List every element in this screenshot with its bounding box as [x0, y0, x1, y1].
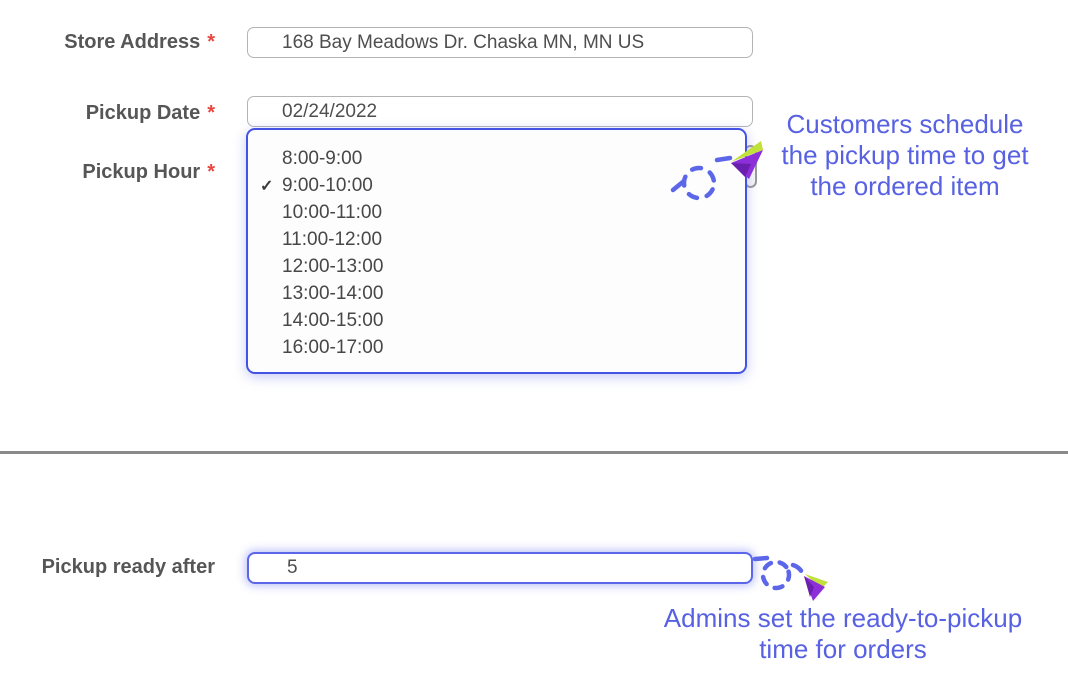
click-cursor-icon — [752, 555, 828, 601]
required-asterisk: * — [207, 102, 215, 124]
pickup-hour-option[interactable]: 13:00-14:00 — [248, 280, 745, 307]
pickup-date-label-text: Pickup Date — [85, 102, 201, 124]
admin-annotation: Admins set the ready-to-pickup time for … — [613, 603, 1068, 665]
pickup-hour-option[interactable]: 8:00-9:00 — [248, 145, 745, 172]
customer-annotation: Customers schedule the pickup time to ge… — [750, 109, 1060, 202]
annotation-line: the pickup time to get — [781, 140, 1029, 170]
pickup-date-label: Pickup Date * — [0, 102, 215, 125]
annotation-line: Admins set the ready-to-pickup — [663, 603, 1023, 633]
option-label: 10:00-11:00 — [282, 201, 383, 223]
checkmark-icon: ✓ — [260, 177, 274, 195]
pickup-hour-option[interactable]: 12:00-13:00 — [248, 253, 745, 280]
option-label: 9:00-10:00 — [282, 174, 373, 196]
store-address-input[interactable] — [247, 27, 753, 58]
option-label: 16:00-17:00 — [282, 336, 384, 358]
pickup-hour-label: Pickup Hour * — [0, 161, 215, 184]
pickup-hour-option[interactable]: 10:00-11:00 — [248, 199, 745, 226]
annotation-line: the ordered item — [810, 171, 1000, 201]
pickup-ready-after-label-text: Pickup ready after — [41, 556, 215, 578]
annotation-line: time for orders — [759, 634, 927, 664]
section-divider — [0, 451, 1068, 454]
option-label: 8:00-9:00 — [282, 147, 363, 169]
option-label: 14:00-15:00 — [282, 309, 384, 331]
option-label: 13:00-14:00 — [282, 282, 384, 304]
pickup-hour-option[interactable]: 11:00-12:00 — [248, 226, 745, 253]
store-address-label: Store Address * — [0, 31, 215, 54]
pickup-date-input[interactable] — [247, 96, 753, 127]
pickup-hour-option[interactable]: 16:00-17:00 — [248, 334, 745, 361]
pickup-ready-after-label: Pickup ready after — [0, 556, 215, 579]
annotation-line: Customers schedule — [786, 109, 1024, 139]
pickup-hour-option-selected[interactable]: ✓ 9:00-10:00 — [248, 172, 745, 199]
required-asterisk: * — [207, 161, 215, 183]
option-label: 12:00-13:00 — [282, 255, 384, 277]
pickup-ready-after-input[interactable] — [247, 552, 753, 584]
required-asterisk: * — [207, 31, 215, 53]
pickup-hour-dropdown: 8:00-9:00 ✓ 9:00-10:00 10:00-11:00 11:00… — [246, 128, 747, 374]
pickup-hour-option[interactable]: 14:00-15:00 — [248, 307, 745, 334]
pickup-hour-label-text: Pickup Hour — [82, 161, 201, 183]
store-address-label-text: Store Address — [64, 31, 201, 53]
option-label: 11:00-12:00 — [282, 228, 383, 250]
click-cursor-icon — [670, 141, 763, 201]
